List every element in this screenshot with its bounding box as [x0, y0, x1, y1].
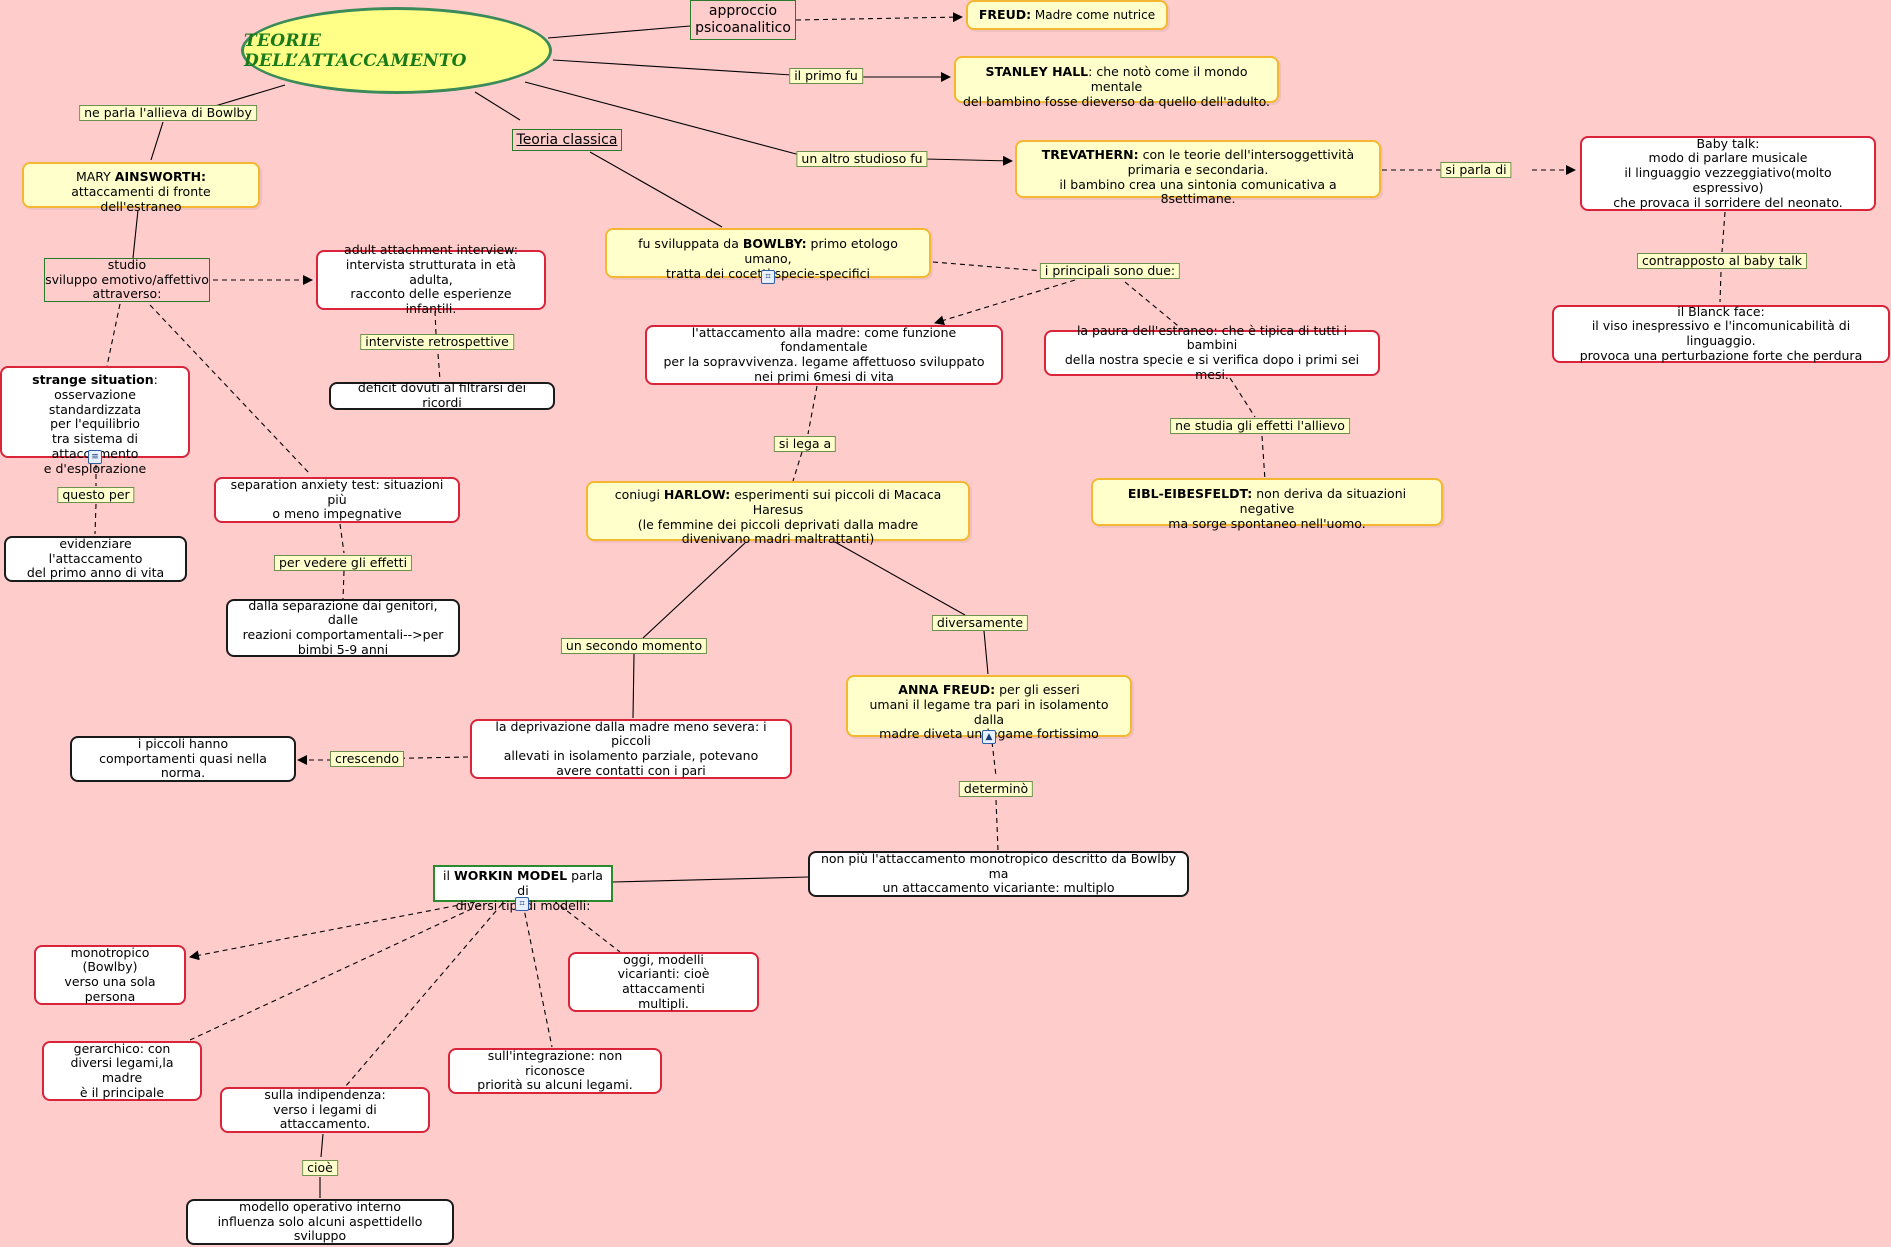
node-modello-operativo[interactable]: modello operativo interno influenza solo…	[186, 1199, 454, 1245]
node-monotropico[interactable]: monotropico (Bowlby) verso una sola pers…	[34, 945, 186, 1005]
concept-map-link-icon[interactable]: ⌗	[515, 897, 529, 911]
node-baby-talk[interactable]: Baby talk: modo di parlare musicale il l…	[1580, 136, 1876, 211]
link-label-diversamente: diversamente	[931, 615, 1029, 631]
link-label-principali: i principali sono due:	[1039, 263, 1181, 279]
link-label-cioe: cioè	[302, 1160, 338, 1176]
eibl-text: non deriva da situazioni negative ma sor…	[1168, 486, 1407, 531]
freud-text: Madre come nutrice	[1031, 8, 1156, 22]
mary-name: AINSWORTH:	[114, 169, 207, 184]
node-evidenziare[interactable]: evidenziare l'attaccamento del primo ann…	[4, 536, 187, 582]
eibl-name: EIBL-EIBESFELDT:	[1127, 486, 1253, 501]
node-dalla-separazione[interactable]: dalla separazione dai genitori, dalle re…	[226, 598, 460, 657]
node-strange-situation[interactable]: strange situation: osservazione standard…	[0, 366, 190, 475]
node-stanley-hall[interactable]: STANLEY HALL: che notò come il mondo men…	[954, 56, 1279, 108]
link-label-altro-studioso: un altro studioso fu	[796, 151, 928, 167]
node-harlow[interactable]: coniugi HARLOW: esperimenti sui piccoli …	[586, 481, 970, 546]
node-deprivazione[interactable]: la deprivazione dalla madre meno severa:…	[470, 719, 792, 779]
bowlby-text: primo etologo umano, tratta dei cocetti …	[666, 236, 898, 281]
trevathern-name: TREVATHERN:	[1041, 147, 1139, 162]
node-anna-freud[interactable]: ANNA FREUD: per gli esseri umani il lega…	[846, 675, 1132, 741]
node-blanck-face[interactable]: il Blanck face: il viso inespressivo e l…	[1552, 304, 1890, 363]
document-link-icon[interactable]: ≡	[88, 450, 102, 464]
harlow-prefix: coniugi	[614, 487, 664, 502]
link-label-crescendo: crescendo	[329, 751, 405, 767]
link-label-per-vedere: per vedere gli effetti	[273, 555, 413, 571]
freud-name: FREUD:	[978, 7, 1032, 22]
anna-freud-text: per gli esseri umani il legame tra pari …	[869, 682, 1109, 742]
link-label-contrapposto: contrapposto al baby talk	[1637, 253, 1807, 269]
harlow-name: HARLOW:	[663, 487, 731, 502]
node-integrazione[interactable]: sull'integrazione: non riconosce priorit…	[448, 1048, 662, 1094]
link-label-interviste: interviste retrospettive	[360, 334, 514, 350]
mary-prefix: MARY	[75, 169, 115, 184]
node-mary-ainsworth[interactable]: MARY AINSWORTH: attaccamenti di fronte d…	[22, 162, 260, 214]
bowlby-name: BOWLBY:	[742, 236, 807, 251]
link-label-questo-per: questo per	[57, 487, 135, 503]
link-label-determino: determinò	[958, 781, 1034, 797]
concept-map-link-icon[interactable]: ⌗	[761, 270, 775, 284]
node-adult-attachment-interview[interactable]: adult attachment interview: intervista s…	[316, 242, 546, 316]
harlow-text: esperimenti sui piccoli di Macaca Haresu…	[637, 487, 942, 547]
node-separation-anxiety-test[interactable]: separation anxiety test: situazioni più …	[214, 477, 460, 523]
node-piccoli-norma[interactable]: i piccoli hanno comportamenti quasi nell…	[70, 736, 296, 782]
node-deficit[interactable]: deficit dovuti al filtrarsi dei ricordi	[329, 380, 555, 410]
node-attaccamento-madre[interactable]: l'attaccamento alla madre: come funzione…	[645, 325, 1003, 385]
hall-name: STANLEY HALL	[985, 64, 1089, 79]
image-link-icon[interactable]: ▲	[982, 730, 996, 744]
hall-text: : che notò come il mondo mentale del bam…	[963, 64, 1270, 109]
node-paura-estraneo[interactable]: la paura dell'estraneo: che è tipica di …	[1044, 323, 1380, 382]
node-indipendenza[interactable]: sulla indipendenza: verso i legami di at…	[220, 1087, 430, 1133]
node-eibl-eibesfeldt[interactable]: EIBL-EIBESFELDT: non deriva da situazion…	[1091, 478, 1443, 530]
link-label-si-parla-di: si parla di	[1440, 162, 1512, 178]
working-text: parla di diversi tipi di modelli:	[455, 868, 603, 913]
link-label-secondo-momento: un secondo momento	[560, 638, 708, 654]
link-label-allieva: ne parla l'allieva di Bowlby	[79, 105, 257, 121]
node-non-piu-monotropico[interactable]: non più l'attaccamento monotropico descr…	[808, 851, 1189, 897]
link-label-si-lega-a: si lega a	[773, 436, 837, 452]
node-studio[interactable]: studio sviluppo emotivo/affettivo attrav…	[44, 256, 210, 302]
trevathern-text: con le teorie dell'intersoggettività pri…	[1059, 147, 1355, 207]
mary-text: attaccamenti di fronte dell'estraneo	[71, 183, 211, 214]
node-gerarchico[interactable]: gerarchico: con diversi legami,la madre …	[42, 1041, 202, 1101]
working-name: WORKIN MODEL	[453, 868, 568, 883]
strange-name: strange situation	[32, 372, 154, 387]
link-label-primo-fu: il primo fu	[789, 68, 863, 84]
node-freud[interactable]: FREUD: Madre come nutrice	[966, 0, 1168, 30]
bowlby-prefix: fu sviluppata da	[638, 236, 743, 251]
link-label-ne-studia: ne studia gli effetti l'allievo	[1170, 418, 1350, 434]
node-teoria-classica[interactable]: Teoria classica	[512, 129, 622, 151]
node-approccio-psicoanalitico[interactable]: approccio psicoanalitico	[690, 0, 796, 40]
main-title[interactable]: TEORIE DELL’ATTACCAMENTO	[241, 7, 552, 94]
anna-freud-name: ANNA FREUD:	[898, 682, 996, 697]
working-prefix: il	[443, 868, 454, 883]
node-oggi-vicarianti[interactable]: oggi, modelli vicarianti: cioè attaccame…	[568, 952, 759, 1012]
node-trevathern[interactable]: TREVATHERN: con le teorie dell'intersogg…	[1015, 140, 1381, 206]
